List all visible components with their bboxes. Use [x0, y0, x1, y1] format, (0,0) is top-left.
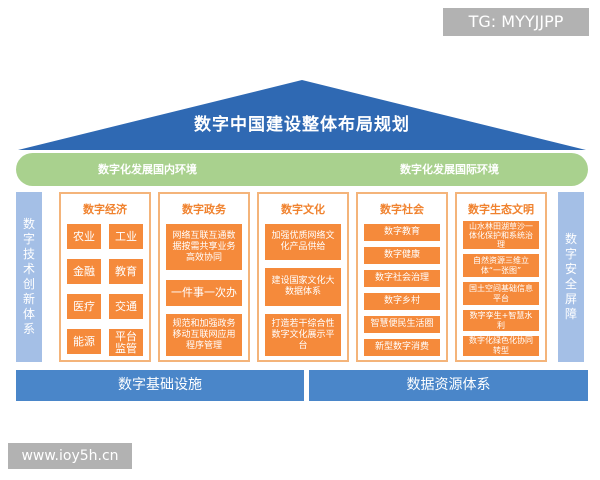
column-title: 数字经济 [83, 203, 127, 216]
cell-integrated-protection: 山水林田湖草沙一体化保护和系统治理 [463, 221, 539, 249]
watermark-bottom: www.ioy5h.cn [8, 443, 132, 469]
cell-smart-living-circle: 智慧便民生活圈 [364, 316, 440, 333]
pillar-security-label: 数字安全屏障 [564, 232, 577, 321]
cell-education: 教育 [109, 259, 143, 284]
cell-natural-resources-map: 自然资源三维立体“一张图” [463, 254, 539, 277]
cell-online-culture-supply: 加强优质网络文化产品供给 [265, 224, 341, 260]
column-digital-government: 数字政务 网络互联互通数据按需共享业务高效协同 一件事一次办 规范和加强政务移动… [158, 192, 250, 362]
column-digital-economy: 数字经济 农业 工业 金融 教育 医疗 交通 能源 平台监管 [59, 192, 151, 362]
cell-digital-health: 数字健康 [364, 247, 440, 264]
cell-industry: 工业 [109, 224, 143, 249]
domestic-environment-label: 数字化发展国内环境 [98, 163, 197, 176]
environment-band: 数字化发展国内环境 数字化发展国际环境 [16, 153, 588, 186]
cell-culture-showcase-platform: 打造若干综合性数字文化展示平台 [265, 314, 341, 356]
cell-platform-regulation: 平台监管 [109, 329, 143, 356]
column-title: 数字文化 [281, 203, 325, 216]
diagram-title: 数字中国建设整体布局规划 [194, 115, 410, 135]
cell-spatial-info-platform: 国土空间基础信息平台 [463, 282, 539, 305]
cell-one-stop-service: 一件事一次办 [166, 280, 242, 306]
pillar-security: 数字安全屏障 [558, 192, 584, 362]
cell-agriculture: 农业 [67, 224, 101, 249]
watermark-top: TG: MYYJJPP [443, 8, 589, 36]
international-environment-label: 数字化发展国际环境 [400, 163, 499, 176]
cell-green-transformation: 数字化绿色化协同转型 [463, 336, 539, 356]
column-title: 数字政务 [182, 203, 226, 216]
cell-healthcare: 医疗 [67, 294, 101, 319]
column-title: 数字生态文明 [468, 203, 534, 216]
column-title: 数字社会 [380, 203, 424, 216]
cell-transport: 交通 [109, 294, 143, 319]
roof: 数字中国建设整体布局规划 [18, 80, 586, 150]
cell-finance: 金融 [67, 259, 101, 284]
foundation-infrastructure: 数字基础设施 [16, 370, 304, 401]
column-digital-ecology: 数字生态文明 山水林田湖草沙一体化保护和系统治理 自然资源三维立体“一张图” 国… [455, 192, 547, 362]
cell-digital-village: 数字乡村 [364, 293, 440, 310]
cell-social-governance: 数字社会治理 [364, 270, 440, 287]
cell-digital-education: 数字教育 [364, 224, 440, 241]
cell-network-interconnection: 网络互联互通数据按需共享业务高效协同 [166, 224, 242, 270]
foundation-data-resources: 数据资源体系 [309, 370, 588, 401]
cell-new-digital-consumption: 新型数字消费 [364, 339, 440, 356]
cell-digital-twin-water: 数字孪生+智慧水利 [463, 310, 539, 331]
pillar-tech-innovation: 数字技术创新体系 [16, 192, 42, 362]
cell-energy: 能源 [67, 329, 101, 354]
cell-culture-big-data: 建设国家文化大数据体系 [265, 268, 341, 306]
column-digital-society: 数字社会 数字教育 数字健康 数字社会治理 数字乡村 智慧便民生活圈 新型数字消… [356, 192, 448, 362]
column-digital-culture: 数字文化 加强优质网络文化产品供给 建设国家文化大数据体系 打造若干综合性数字文… [257, 192, 349, 362]
roof-shape [18, 80, 586, 150]
pillar-tech-innovation-label: 数字技术创新体系 [22, 217, 35, 336]
cell-app-management: 规范和加强政务移动互联网应用程序管理 [166, 314, 242, 356]
